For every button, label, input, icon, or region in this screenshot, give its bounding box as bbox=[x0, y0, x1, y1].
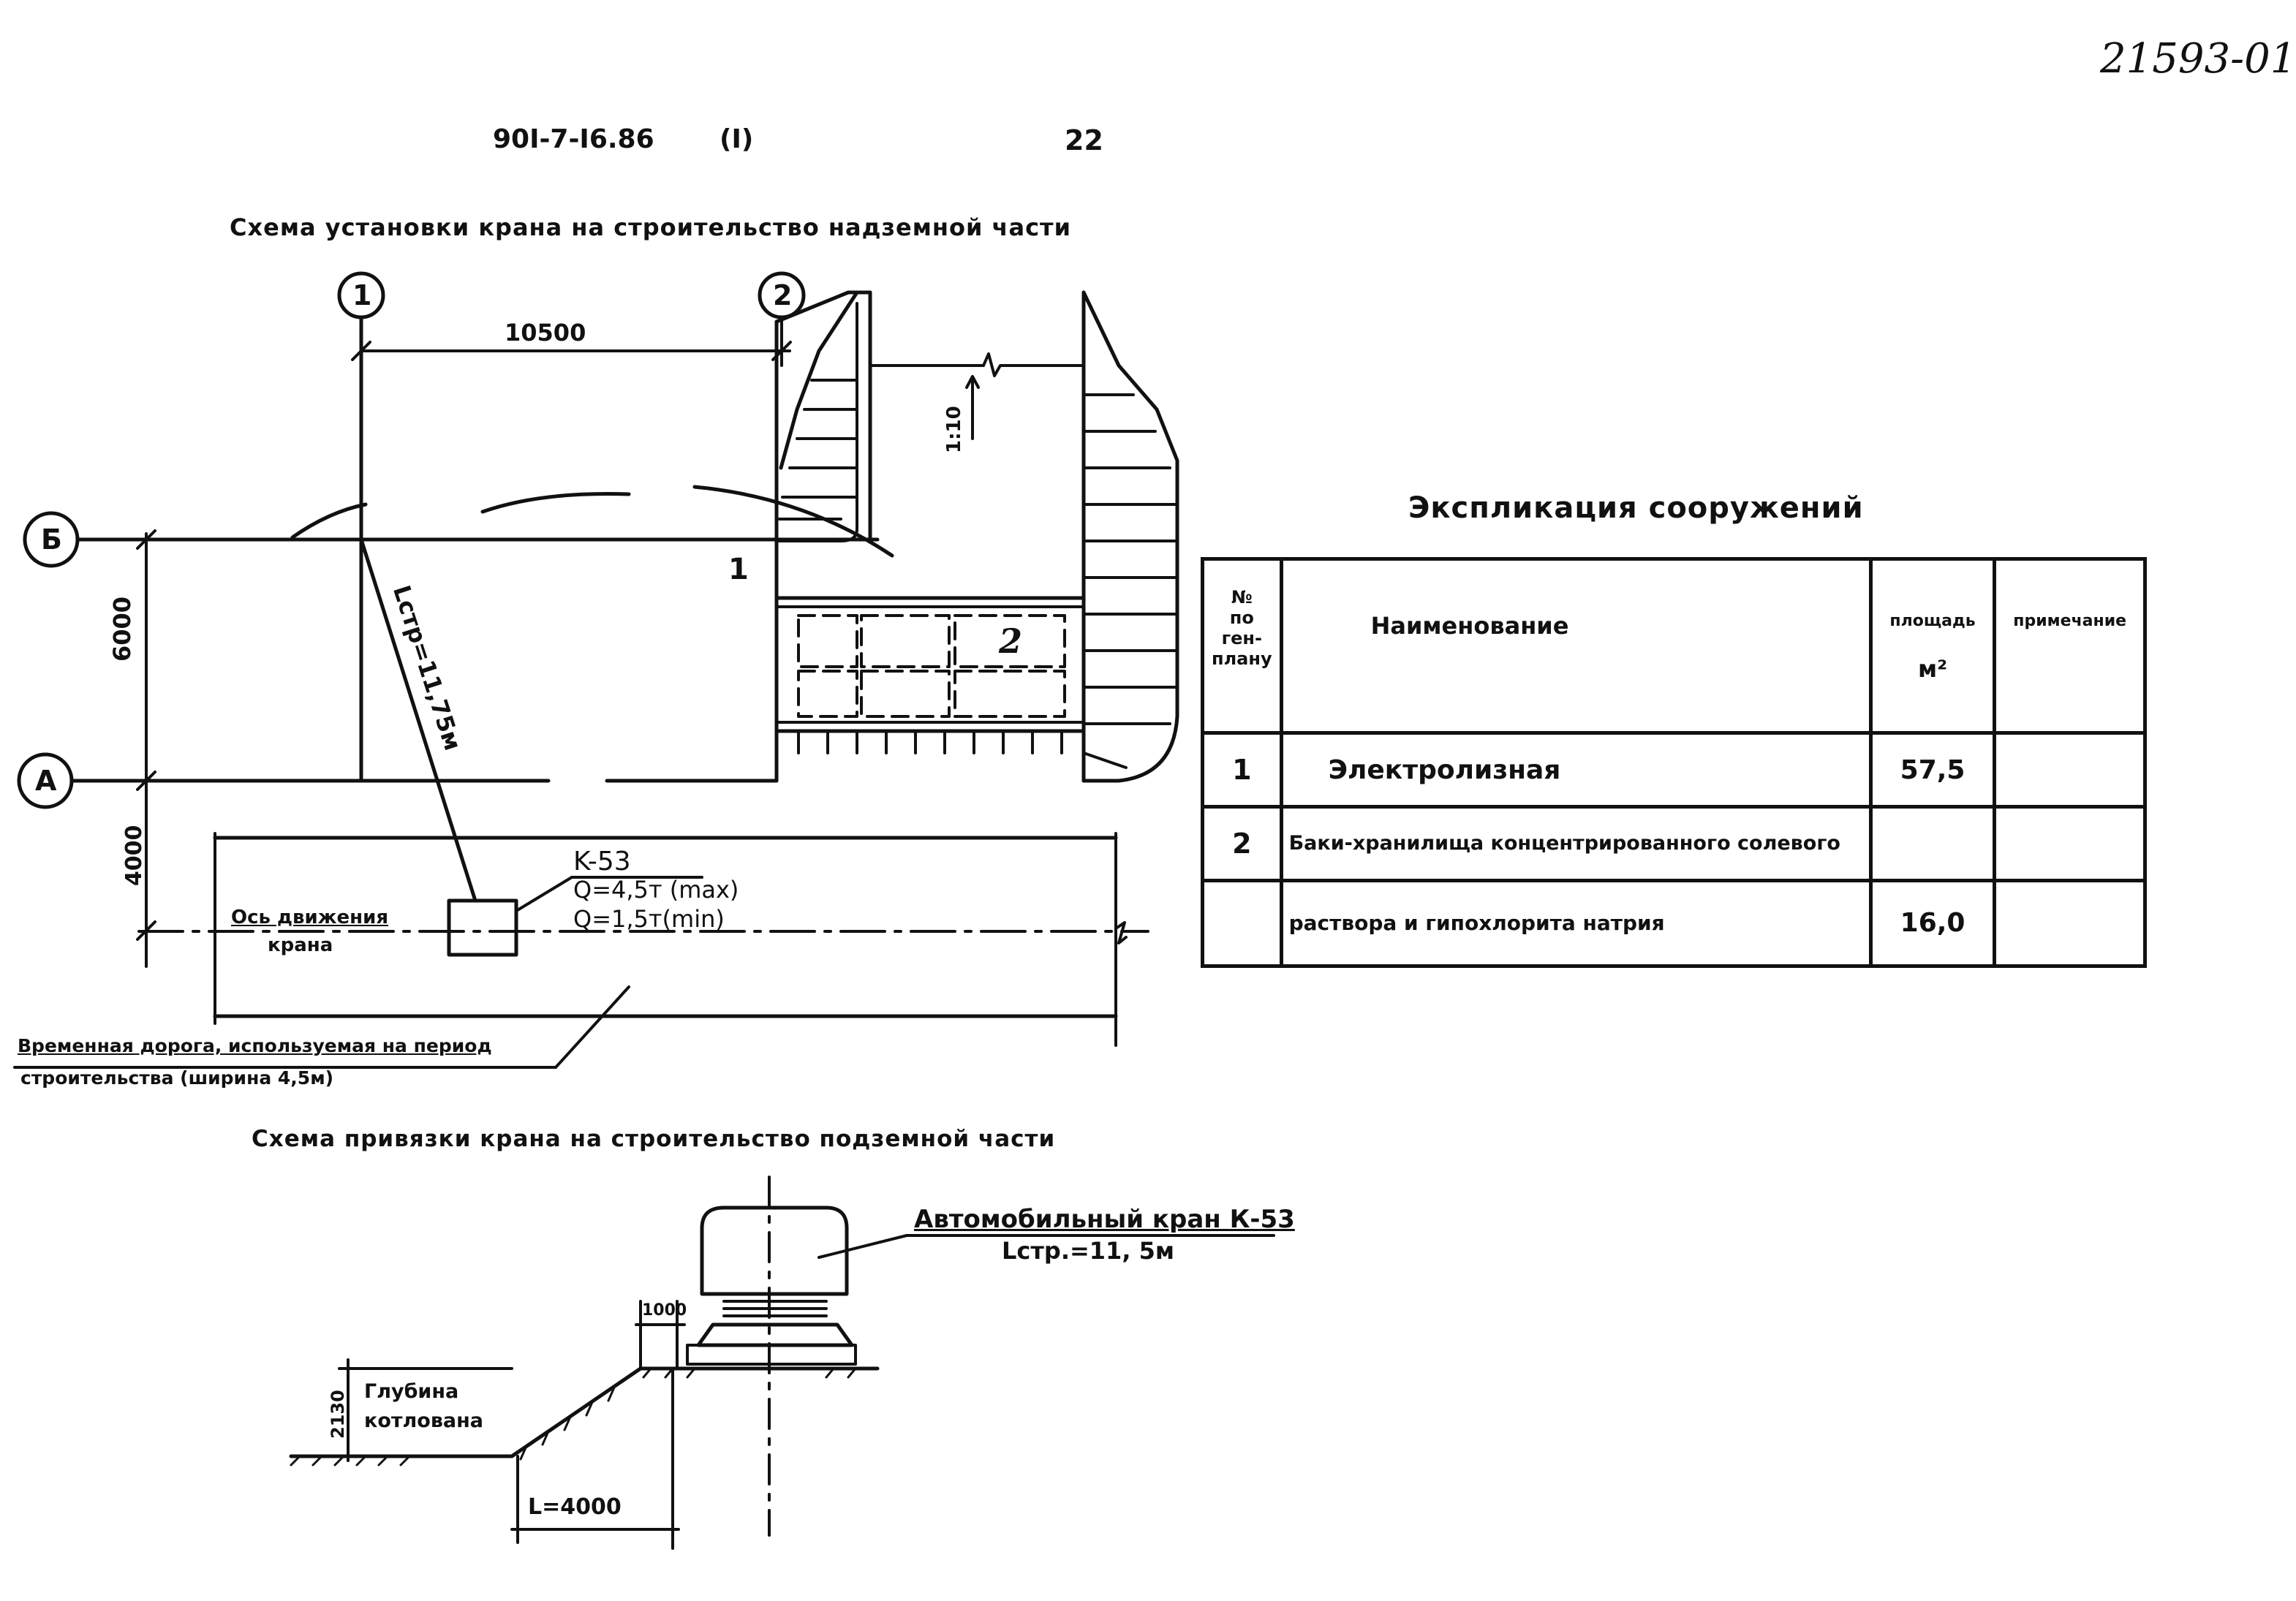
slope-label: 1:10 bbox=[943, 406, 965, 453]
drawing-stamp-number: 21593-01 bbox=[2100, 35, 2296, 83]
boom-line bbox=[359, 537, 477, 903]
row-name: раствора и гипохлорита натрия bbox=[1279, 878, 1873, 969]
road-note-leader bbox=[554, 985, 630, 1069]
row-name: Электролизная bbox=[1279, 731, 1873, 809]
row-num: 2 bbox=[1201, 805, 1283, 882]
axis-label-1: 1 bbox=[352, 279, 372, 311]
header-name: Наименование bbox=[1279, 556, 1873, 735]
header-num-line1: № bbox=[1231, 587, 1253, 608]
page-number: 22 bbox=[1065, 124, 1103, 156]
depth-label-line1: Глубина bbox=[364, 1380, 459, 1403]
row-num bbox=[1201, 878, 1283, 969]
legend-title: Экспликация сооружений bbox=[1408, 491, 1864, 525]
axis-label-b: Б bbox=[41, 523, 62, 556]
depth-label-line2: котлована bbox=[364, 1409, 484, 1432]
building-1-number: 1 bbox=[728, 553, 749, 586]
crane-axis-label-line1: Ось движения bbox=[231, 907, 389, 928]
dim-2130: 2130 bbox=[328, 1390, 348, 1439]
header-num: № по ген- плану bbox=[1201, 556, 1283, 735]
row-note bbox=[1993, 878, 2147, 969]
crane-model: K-53 bbox=[573, 847, 631, 877]
dim-6000: 6000 bbox=[108, 596, 136, 662]
bottom-scheme-title: Схема привязки крана на строительство по… bbox=[252, 1126, 1056, 1152]
header-area-unit: м² bbox=[1917, 655, 1948, 683]
crane-load-max: Q=4,5т (max) bbox=[573, 876, 739, 904]
dim-10500: 10500 bbox=[505, 319, 586, 347]
drawing-part: (I) bbox=[720, 124, 754, 154]
road-note-line1: Временная дорога, используемая на период bbox=[18, 1035, 492, 1056]
header-num-line4: плану bbox=[1212, 648, 1272, 669]
row-area: 57,5 bbox=[1868, 731, 1997, 809]
road-note-line2: строительства (ширина 4,5м) bbox=[20, 1067, 334, 1089]
row-num: 1 bbox=[1201, 731, 1283, 809]
top-scheme-title: Схема установки крана на строительство н… bbox=[230, 213, 1072, 241]
row-name: Баки-хранилища концентрированного солево… bbox=[1279, 805, 1873, 882]
dim-l-4000: L=4000 bbox=[528, 1494, 622, 1520]
axis-label-2: 2 bbox=[773, 279, 793, 311]
header-note: примечание bbox=[1993, 556, 2147, 735]
table-row: раствора и гипохлорита натрия 16,0 bbox=[1201, 878, 2147, 969]
header-area-label: площадь bbox=[1889, 612, 1976, 630]
row-area: 16,0 bbox=[1868, 878, 1997, 969]
row-note bbox=[1993, 805, 2147, 882]
table-row: 2 Баки-хранилища концентрированного соле… bbox=[1201, 805, 2147, 882]
legend-header-row: № по ген- плану Наименование площадь м² … bbox=[1201, 556, 2147, 735]
table-row: 1 Электролизная 57,5 bbox=[1201, 731, 2147, 809]
truck-crane-boom-label: Lстр.=11, 5м bbox=[1002, 1237, 1175, 1265]
truck-crane-label: Автомобильный кран К-53 bbox=[914, 1205, 1295, 1234]
crane-symbol bbox=[447, 898, 518, 957]
header-num-line2: по bbox=[1229, 608, 1254, 628]
drawing-code: 90I-7-I6.86 bbox=[493, 124, 654, 154]
dim-4000: 4000 bbox=[121, 825, 147, 887]
row-area bbox=[1868, 805, 1997, 882]
dim-1000: 1000 bbox=[642, 1301, 687, 1320]
row-note bbox=[1993, 731, 2147, 809]
header-num-line3: ген- bbox=[1221, 628, 1262, 648]
axis-label-a: А bbox=[35, 765, 57, 797]
tanks-number: 2 bbox=[999, 621, 1023, 661]
tanks-frame bbox=[774, 596, 1086, 733]
truck-crane-cab bbox=[700, 1206, 849, 1296]
excavation-slope bbox=[510, 1366, 643, 1458]
legend-table: № по ген- плану Наименование площадь м² … bbox=[1201, 556, 2147, 969]
crane-load-min: Q=1,5т(min) bbox=[573, 905, 725, 933]
header-area: площадь м² bbox=[1868, 556, 1997, 735]
crane-axis-label-line2: крана bbox=[268, 934, 333, 956]
